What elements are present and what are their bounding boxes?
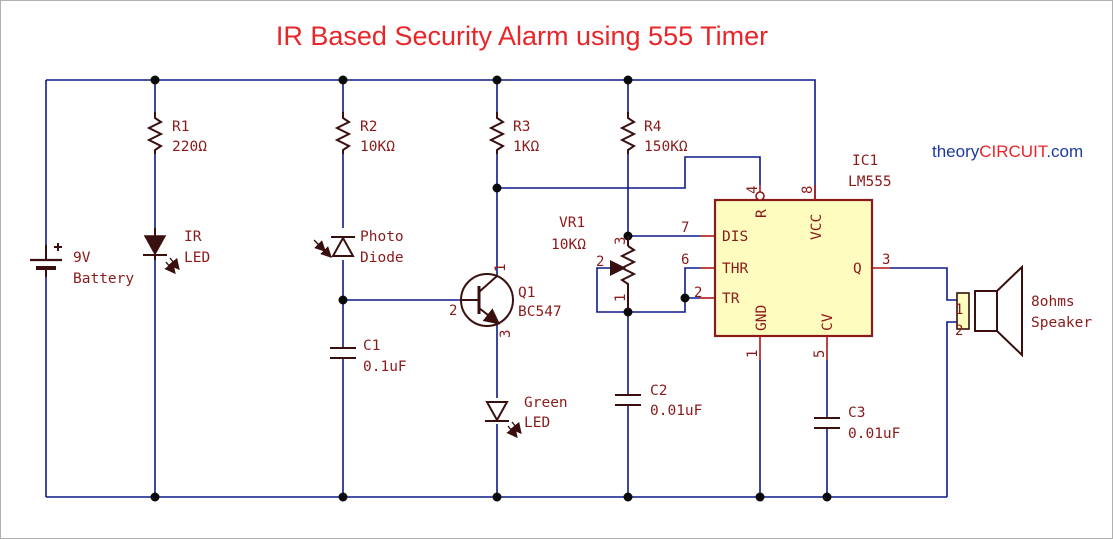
wires	[45, 79, 957, 498]
r2-value: 10KΩ	[360, 139, 395, 155]
ic1-pin-num-1: 1	[745, 350, 761, 358]
ic1-pin-num-8: 8	[800, 186, 816, 194]
vr1-pin1: 1	[613, 294, 629, 302]
r4-value: 150KΩ	[644, 139, 688, 155]
ic1-ref: IC1	[852, 153, 878, 169]
ic1-lm555-symbol	[700, 185, 890, 360]
ic1-pin-dis: DIS	[722, 229, 748, 245]
ic1-pin-num-6: 6	[681, 252, 689, 268]
c2-symbol	[615, 394, 641, 406]
diagram-title: IR Based Security Alarm using 555 Timer	[276, 21, 768, 51]
r1-symbol	[146, 112, 164, 154]
ic1-value: LM555	[848, 174, 892, 190]
speaker-pin2: 2	[955, 323, 963, 339]
ic1-pin-thr: THR	[722, 261, 748, 277]
ic1-pin-tr: TR	[722, 291, 740, 307]
r2-ref: R2	[360, 119, 377, 135]
c3-value: 0.01uF	[848, 426, 900, 442]
ic1-pin-r: R	[754, 209, 770, 218]
photo-diode-label-1: Photo	[360, 229, 404, 245]
ic1-pin-cv: CV	[820, 313, 836, 331]
r3-value: 1KΩ	[513, 139, 539, 155]
brand-suffix: .com	[1046, 142, 1083, 161]
battery-voltage-label: 9V	[73, 250, 91, 266]
ir-led-label-2: LED	[184, 250, 210, 266]
green-led-label-2: LED	[524, 415, 550, 431]
brand-prefix: theory	[932, 142, 980, 161]
r2-symbol	[334, 112, 352, 154]
ic1-pin-gnd: GND	[754, 305, 770, 331]
c3-symbol	[814, 417, 840, 429]
green-led-symbol	[485, 401, 522, 439]
battery-symbol	[30, 243, 62, 277]
c1-value: 0.1uF	[363, 359, 407, 375]
c2-ref: C2	[650, 383, 667, 399]
q1-value: BC547	[518, 304, 562, 320]
r4-ref: R4	[644, 119, 662, 135]
q1-pin1: 1	[493, 264, 509, 272]
brand-highlight: CIRCUIT	[979, 142, 1048, 161]
ir-led-symbol	[143, 228, 180, 275]
photo-diode-label-2: Diode	[360, 250, 404, 266]
r1-value: 220Ω	[172, 139, 207, 155]
r3-symbol	[488, 112, 506, 154]
green-led-label-1: Green	[524, 395, 568, 411]
r3-ref: R3	[513, 119, 530, 135]
ic1-pin-vcc: VCC	[809, 214, 825, 240]
ic1-pin-num-7: 7	[681, 220, 689, 236]
ic1-pin-num-5: 5	[812, 350, 828, 358]
vr1-pin3: 3	[613, 237, 629, 245]
r1-ref: R1	[172, 119, 189, 135]
ic1-pin-q: Q	[853, 261, 862, 277]
r4-symbol	[619, 112, 637, 154]
c3-ref: C3	[848, 405, 865, 421]
q1-pin3: 3	[498, 330, 514, 338]
c1-symbol	[330, 347, 356, 359]
speaker-symbol	[956, 264, 1023, 358]
junction-dots	[150, 75, 832, 502]
ic1-pin-num-4: 4	[745, 186, 761, 194]
vr1-potentiometer-symbol	[610, 236, 637, 310]
ir-led-label-1: IR	[184, 229, 202, 245]
ic1-pin-num-3: 3	[882, 252, 890, 268]
vr1-ref: VR1	[559, 215, 585, 231]
photo-diode-symbol	[313, 235, 355, 258]
vr1-value: 10KΩ	[551, 237, 586, 253]
brand-logo: theoryCIRCUIT.com	[932, 142, 1083, 161]
q1-ref: Q1	[518, 285, 535, 301]
ic1-pin-num-2: 2	[694, 285, 702, 301]
c2-value: 0.01uF	[650, 403, 702, 419]
q1-transistor-symbol	[460, 273, 514, 327]
speaker-pin1: 1	[955, 302, 963, 318]
q1-pin2: 2	[449, 303, 457, 319]
speaker-label-1: 8ohms	[1031, 294, 1075, 310]
c1-ref: C1	[363, 338, 380, 354]
speaker-label-2: Speaker	[1031, 315, 1092, 331]
battery-label: Battery	[73, 271, 134, 287]
vr1-pin2: 2	[596, 254, 604, 270]
